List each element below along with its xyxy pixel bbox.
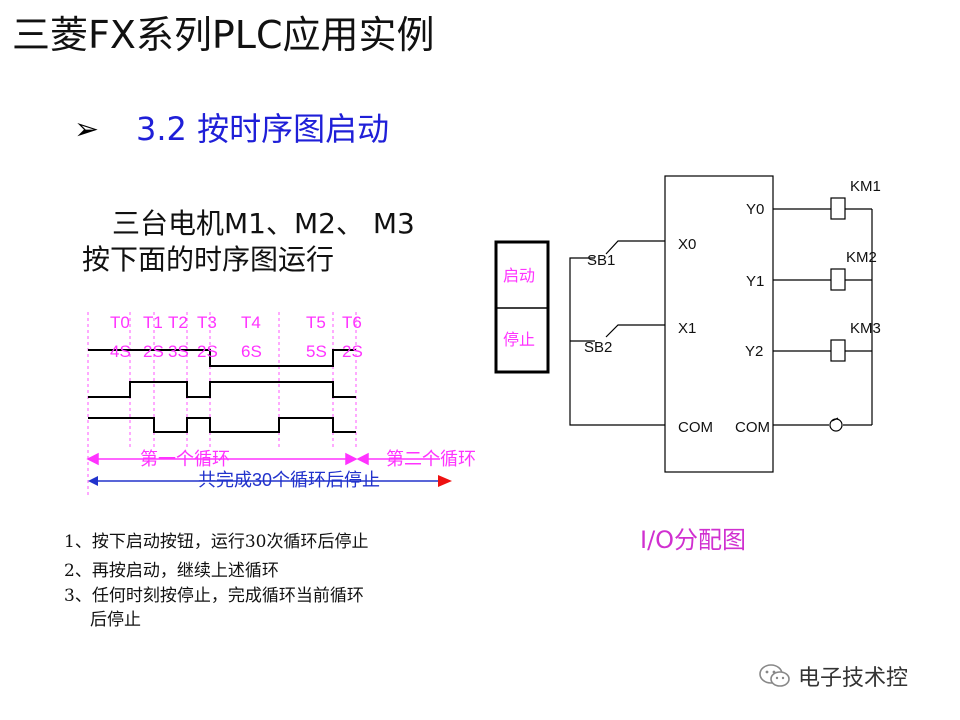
timer-duration-t3: 2S <box>197 342 218 361</box>
total-arrow-left <box>88 476 98 486</box>
description-line-2: 按下面的时序图运行 <box>82 243 335 276</box>
timer-name-t4: T4 <box>241 313 261 332</box>
waveform-m1 <box>88 349 356 367</box>
description-line-1: 三台电机M1、M2、 M3 <box>112 207 415 240</box>
cycle1-arrow-right <box>345 452 358 466</box>
total-label: 共完成30个循环后停止 <box>198 470 380 491</box>
timer-duration-t1: 2S <box>143 342 164 361</box>
output-y0-label: Y0 <box>746 201 764 218</box>
section-title: 3.2 按时序图启动 <box>136 110 390 148</box>
timer-name-t1: T1 <box>143 313 163 332</box>
io-caption: I/O分配图 <box>640 526 747 554</box>
output-com-label: COM <box>735 419 770 436</box>
waveform-m2 <box>88 381 356 398</box>
page-title: 三菱FX系列PLC应用实例 <box>12 13 435 57</box>
timer-name-t6: T6 <box>342 313 362 332</box>
timer-duration-t4: 6S <box>241 342 262 361</box>
io-labels: SB1 SB2 X0 X1 COM Y0 Y1 Y2 COM KM1 KM2 K… <box>584 178 881 436</box>
start-button-label[interactable]: 启动 <box>503 266 535 285</box>
timer-duration-t2: 3S <box>168 342 189 361</box>
output-y1-label: Y1 <box>746 273 764 290</box>
coil-km3 <box>830 339 846 362</box>
coil-km1 <box>830 197 846 220</box>
switch-sb1-label: SB1 <box>587 252 615 269</box>
waveform-m3 <box>88 417 356 433</box>
watermark: 电子技术控 <box>758 660 908 692</box>
watermark-text: 电子技术控 <box>798 666 909 691</box>
step-1: 1、按下启动按钮，运行30次循环后停止 <box>64 532 369 552</box>
wechat-icon <box>759 664 790 687</box>
power-source-icon <box>829 418 843 432</box>
step-3-continued: 后停止 <box>90 610 141 630</box>
coil-km3-label: KM3 <box>850 320 881 337</box>
timer-name-t2: T2 <box>168 313 188 332</box>
bullet-arrow-icon: ➢ <box>74 112 100 147</box>
total-label-pre: 共完成 <box>198 470 252 491</box>
timer-name-t3: T3 <box>197 313 217 332</box>
coil-km2-label: KM2 <box>846 249 877 266</box>
output-y2-label: Y2 <box>745 343 763 360</box>
timer-name-t5: T5 <box>306 313 326 332</box>
stop-button-label[interactable]: 停止 <box>503 330 535 349</box>
input-com-label: COM <box>678 419 713 436</box>
io-diagram <box>569 175 873 473</box>
cycle1-arrow-left <box>86 452 99 466</box>
total-label-post: 个循环后停止 <box>272 470 380 491</box>
plc-box <box>664 175 774 473</box>
total-count: 30 <box>252 470 272 490</box>
input-x1-label: X1 <box>678 320 696 337</box>
timing-diagram: T0 T1 T2 T3 T4 T5 T6 4S 2S 3S 2S 6S 5S 2… <box>86 312 476 495</box>
total-arrow-right <box>438 475 452 487</box>
coil-km1-label: KM1 <box>850 178 881 195</box>
cycle2-arrow-left <box>356 452 369 466</box>
cycle1-label: 第一个循环 <box>140 449 230 470</box>
cycle2-label: 第二个循环 <box>386 449 476 470</box>
timer-duration-t6: 2S <box>342 342 363 361</box>
step-3: 3、任何时刻按停止，完成循环当前循环 <box>64 586 364 606</box>
input-x0-label: X0 <box>678 236 696 253</box>
switch-sb2-label: SB2 <box>584 339 612 356</box>
button-panel: 启动 停止 <box>494 240 550 374</box>
timer-name-t0: T0 <box>110 313 130 332</box>
step-2: 2、再按启动，继续上述循环 <box>64 561 279 581</box>
timer-duration-t0: 4S <box>110 342 131 361</box>
coil-km2 <box>830 268 846 291</box>
timer-duration-t5: 5S <box>306 342 327 361</box>
